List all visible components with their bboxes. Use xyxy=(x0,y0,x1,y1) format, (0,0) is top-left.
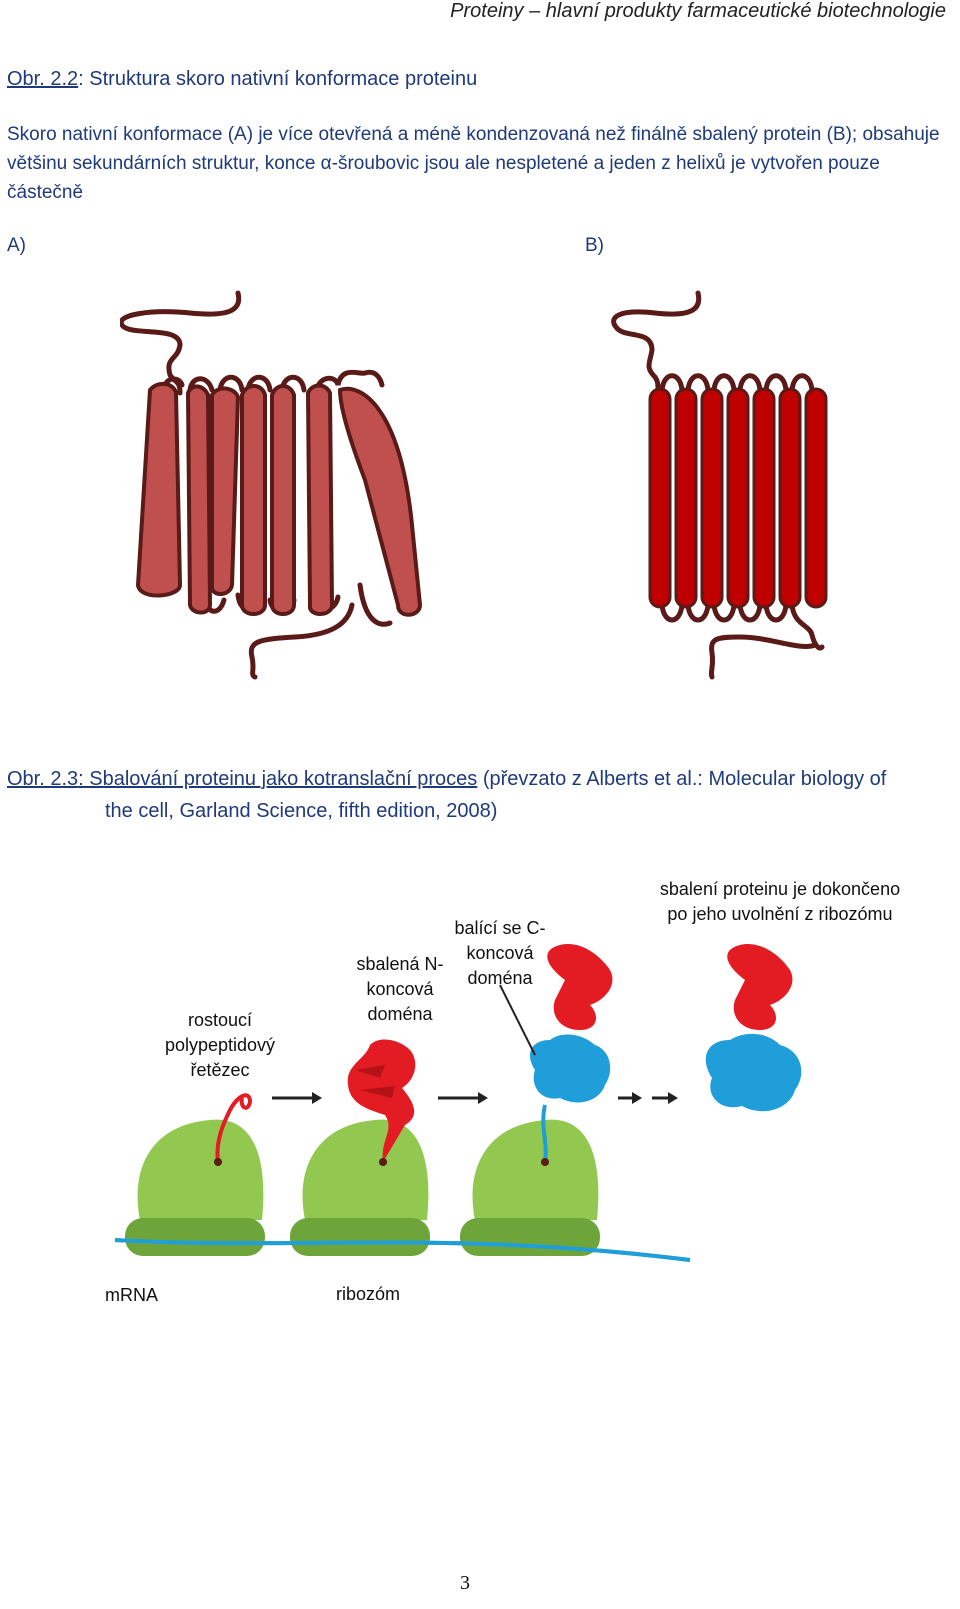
label-growing-chain: rostoucí polypeptidový řetězec xyxy=(164,1010,276,1080)
n-domain-ribosome-2 xyxy=(347,1039,416,1162)
panel-a-helices xyxy=(135,381,423,617)
ribosome-2 xyxy=(290,1119,430,1256)
growing-chain-strand xyxy=(215,1093,253,1163)
panel-a-near-native-diagram xyxy=(120,290,423,680)
figure-2-3-source-line2: the cell, Garland Science, fifth edition… xyxy=(105,800,498,822)
panel-a-label: A) xyxy=(7,235,26,256)
figure-2-2-title: Obr. 2.2: Struktura skoro nativní konfor… xyxy=(7,68,477,91)
figure-2-3-number: Obr. 2.3 xyxy=(7,768,79,790)
n-domain-ribosome-3 xyxy=(547,944,613,1030)
panel-b-helices xyxy=(648,387,828,609)
figure-2-3-source-line1: (převzato z Alberts et al.: Molecular bi… xyxy=(477,768,887,790)
figure-2-2-title-text: : Struktura skoro nativní konformace pro… xyxy=(78,68,478,90)
figure-2-2-number: Obr. 2.2 xyxy=(7,68,79,90)
released-n-domain xyxy=(727,944,793,1030)
ribosome-1 xyxy=(125,1119,265,1256)
panel-b-folded-diagram xyxy=(611,290,828,680)
page-number: 3 xyxy=(460,1572,470,1594)
label-ribosome: ribozóm xyxy=(336,1284,401,1304)
label-n-domain: sbalená N- koncová doména xyxy=(356,954,444,1024)
figure-2-3-title-text: : Sbalování proteinu jako kotranslační p… xyxy=(78,768,478,790)
released-c-domain xyxy=(705,1033,802,1112)
panel-b-label: B) xyxy=(585,235,604,256)
figure-2-2-description: Skoro nativní konformace (A) je více ote… xyxy=(7,124,940,203)
label-mrna: mRNA xyxy=(105,1285,158,1305)
figure-2-3-title: Obr. 2.3: Sbalování proteinu jako kotran… xyxy=(7,768,886,791)
label-released-protein: sbalení proteinu je dokončeno po jeho uv… xyxy=(659,879,901,924)
process-arrows xyxy=(272,1092,678,1104)
c-domain-ribosome-3 xyxy=(530,1034,611,1161)
ribosome-3 xyxy=(460,1119,600,1256)
running-header: Proteiny – hlavní produkty farmaceutické… xyxy=(450,0,946,22)
panel-b-loops xyxy=(611,290,825,680)
cotranslational-folding-diagram xyxy=(114,944,802,1262)
label-c-domain: balící se C- koncová doména xyxy=(454,918,546,988)
